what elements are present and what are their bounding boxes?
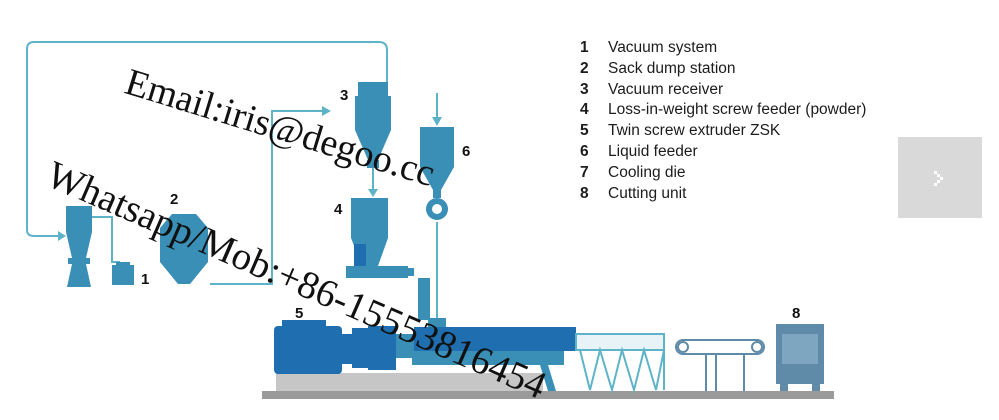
transport-belt xyxy=(675,339,765,391)
twin-screw-extruder xyxy=(262,320,834,399)
legend-label: Cutting unit xyxy=(608,184,687,202)
chevron-right-icon xyxy=(934,170,943,186)
legend: 1 Vacuum system 2 Sack dump station 3 Vacuu… xyxy=(580,38,866,204)
label-screw-feeder: 4 xyxy=(334,201,343,218)
screw-feeder xyxy=(346,198,430,320)
legend-label: Cooling die xyxy=(608,163,686,181)
legend-number: 4 xyxy=(580,101,589,119)
label-extruder: 5 xyxy=(295,305,303,322)
vacuum-system xyxy=(66,206,134,287)
sack-dump-station xyxy=(160,214,208,284)
label-sack-dump-station: 2 xyxy=(170,191,178,208)
legend-label: Loss-in-weight screw feeder (powder) xyxy=(608,101,867,119)
legend-item: 5 Twin screw extruder ZSK xyxy=(580,121,866,142)
next-button[interactable] xyxy=(898,137,982,218)
label-cutting-unit: 8 xyxy=(792,305,800,322)
legend-label: Vacuum receiver xyxy=(608,80,724,98)
legend-number: 3 xyxy=(580,80,589,98)
vacuum-receiver xyxy=(355,82,391,168)
legend-number: 1 xyxy=(580,39,589,56)
legend-item: 2 Sack dump station xyxy=(580,59,866,80)
legend-item: 4 Loss-in-weight screw feeder (powder) xyxy=(580,100,866,121)
legend-item: 6 Liquid feeder xyxy=(580,142,866,163)
legend-number: 2 xyxy=(580,59,589,77)
legend-item: 1 Vacuum system xyxy=(580,38,866,59)
legend-number: 8 xyxy=(580,184,589,202)
legend-item: 8 Cutting unit xyxy=(580,184,866,205)
liquid-feeder xyxy=(420,127,454,328)
legend-label: Liquid feeder xyxy=(608,142,698,160)
legend-label: Vacuum system xyxy=(608,39,718,56)
label-vacuum-receiver: 3 xyxy=(340,87,348,104)
pipe-network xyxy=(26,41,438,320)
legend-item: 3 Vacuum receiver xyxy=(580,80,866,101)
legend-number: 7 xyxy=(580,163,589,181)
legend-label: Twin screw extruder ZSK xyxy=(608,122,781,140)
label-vacuum-system: 1 xyxy=(141,271,149,288)
legend-label: Sack dump station xyxy=(608,59,736,77)
flow-arrows xyxy=(58,106,442,241)
cooling-die xyxy=(575,333,665,394)
legend-number: 5 xyxy=(580,122,589,140)
legend-item: 7 Cooling die xyxy=(580,163,866,184)
legend-number: 6 xyxy=(580,142,589,160)
cutting-unit xyxy=(776,324,824,391)
label-liquid-feeder: 6 xyxy=(462,143,470,160)
